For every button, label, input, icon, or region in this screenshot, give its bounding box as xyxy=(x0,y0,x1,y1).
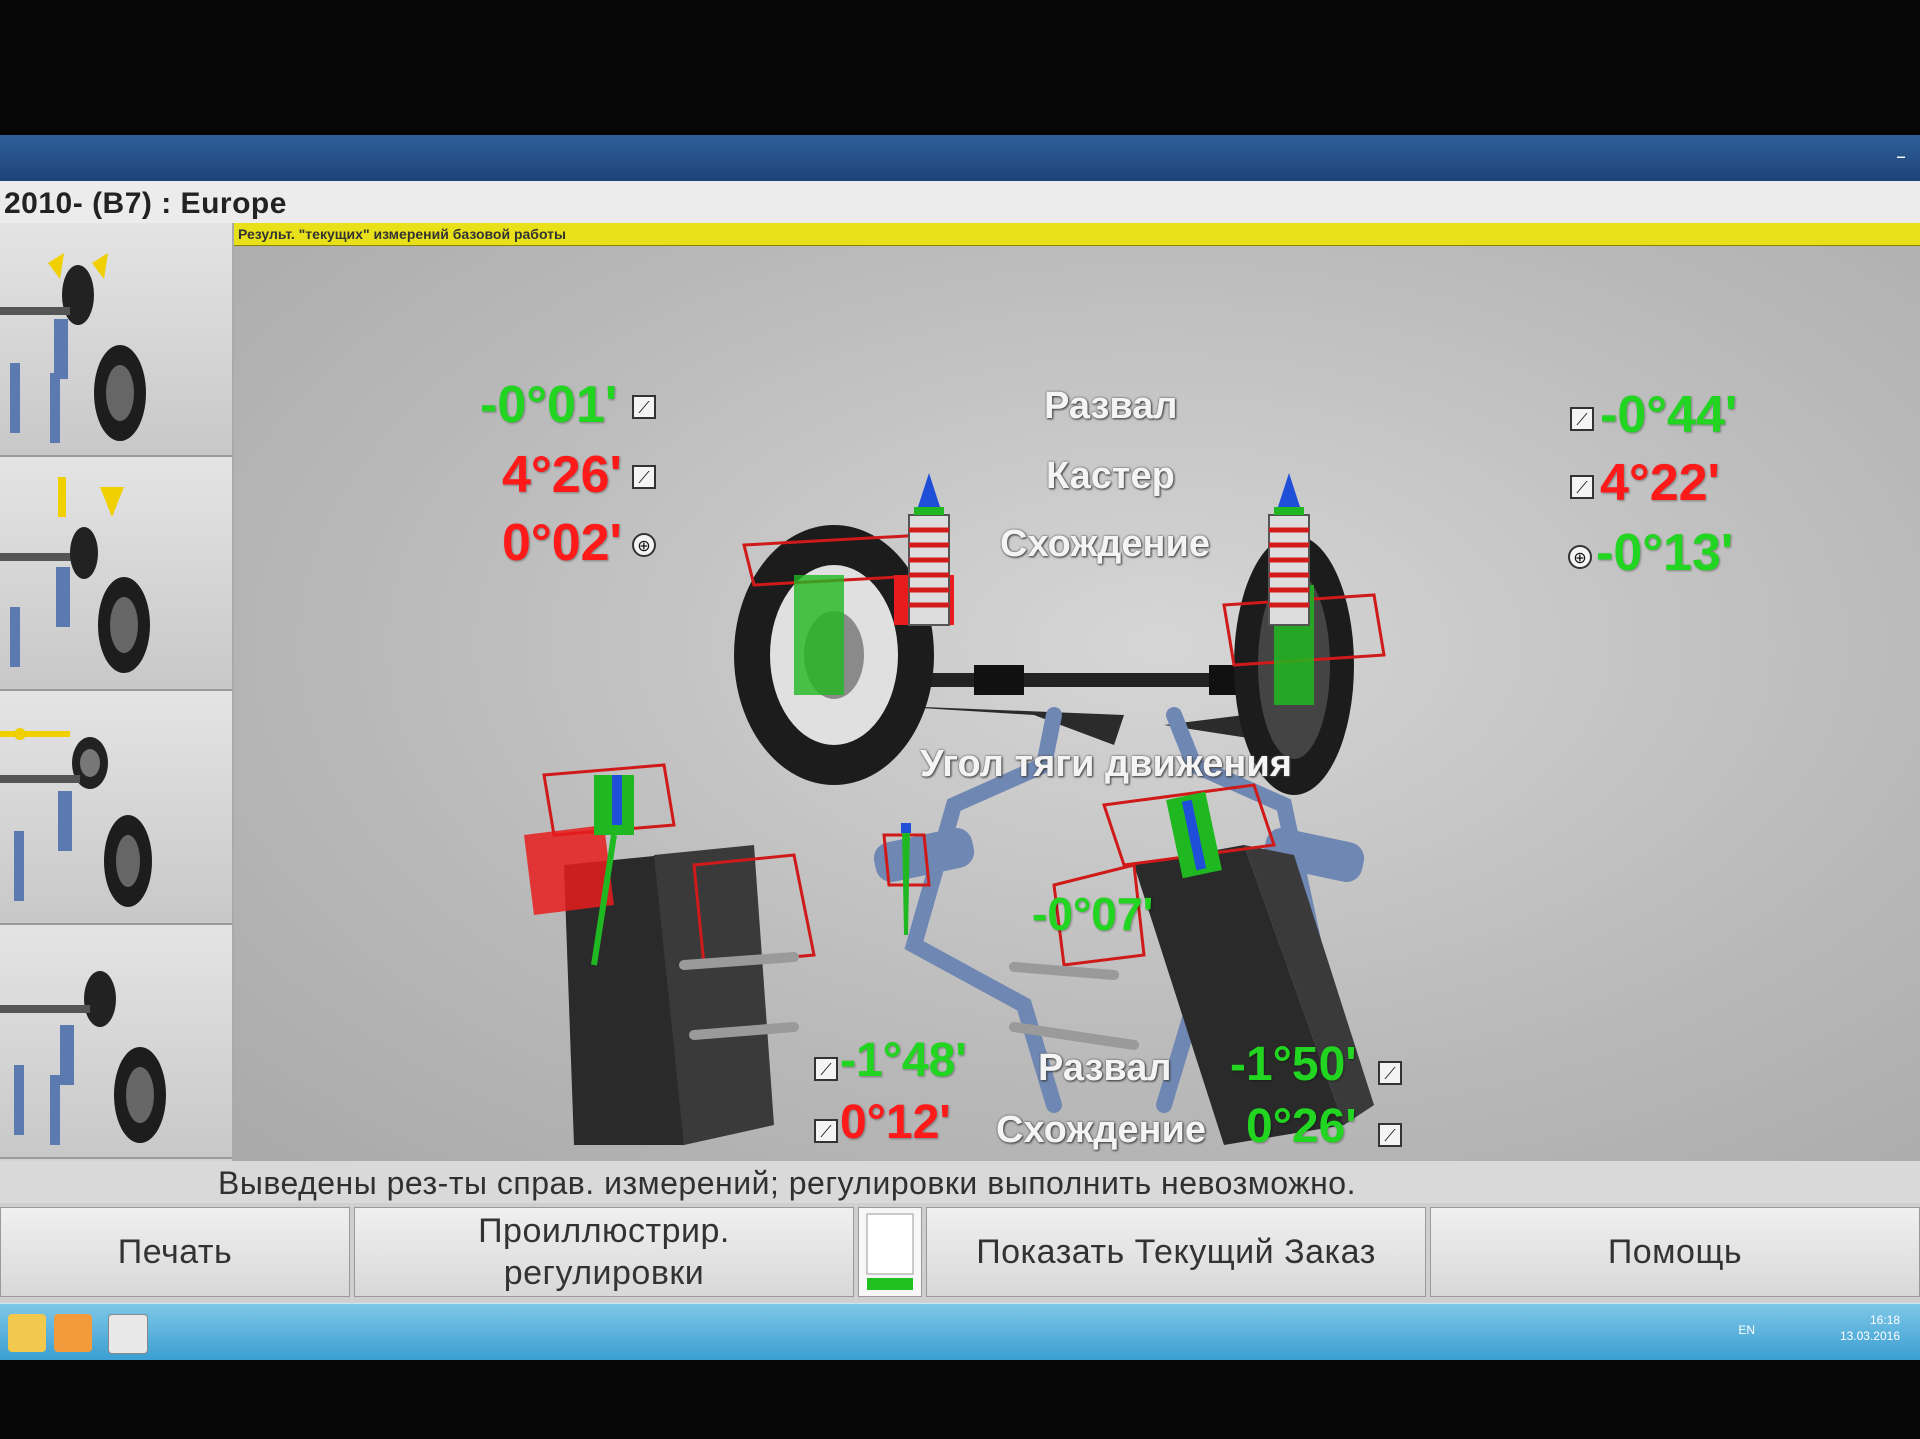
system-tray: EN 16:18 13.03.2016 xyxy=(1738,1312,1900,1344)
wrench-icon[interactable]: ⟋ xyxy=(632,465,656,489)
print-button[interactable]: Печать xyxy=(0,1207,350,1297)
wrench-icon[interactable]: ⟋ xyxy=(632,395,656,419)
message-text: Выведены рез-ты справ. измерений; регули… xyxy=(218,1165,1356,1201)
lift-step-icon xyxy=(0,477,150,673)
clock-time[interactable]: 16:18 xyxy=(1869,1313,1900,1327)
help-button[interactable]: Помощь xyxy=(1430,1207,1920,1297)
rear-control-arms xyxy=(679,952,1139,1050)
front-right-camber-value: -0°44' xyxy=(1600,386,1738,444)
media-player-icon[interactable] xyxy=(54,1314,92,1352)
illustrated-line1: Проиллюстрир. xyxy=(478,1212,730,1250)
front-left-wheel xyxy=(734,525,954,785)
clock-date[interactable]: 13.03.2016 xyxy=(1839,1329,1900,1343)
suspension-diagram xyxy=(524,473,1386,1145)
rear-camber-label: Развал xyxy=(1038,1047,1172,1089)
wrench-icon[interactable]: ⟋ xyxy=(1378,1061,1402,1085)
button-bar: Печать Проиллюстрир. регулировки Показат… xyxy=(0,1203,1920,1303)
thrust-angle-label: Угол тяги движения xyxy=(920,743,1292,785)
wrench-icon[interactable]: ⟋ xyxy=(1378,1123,1402,1147)
camber-label: Развал xyxy=(1044,385,1178,427)
wrench-icon[interactable]: ⟋ xyxy=(1570,407,1594,431)
show-current-order-button[interactable]: Показать Текущий Заказ xyxy=(926,1207,1426,1297)
wrench-icon[interactable]: ⟋ xyxy=(814,1057,838,1081)
front-right-strut xyxy=(1268,473,1310,626)
help-button-label: Помощь xyxy=(1607,1233,1743,1271)
procedure-sidebar xyxy=(0,223,234,1161)
rear-toe-label: Схождение xyxy=(996,1109,1206,1151)
vehicle-info-bar: 2010- (B7) : Europe xyxy=(0,181,1920,224)
illustrated-line2: регулировки xyxy=(503,1254,705,1292)
front-left-strut xyxy=(908,473,950,626)
wrench-icon[interactable]: ⟋ xyxy=(1570,475,1594,499)
front-left-camber-value: -0°01' xyxy=(480,376,618,434)
front-right-caster-value: 4°22' xyxy=(1600,454,1720,512)
status-line: Результ. "текущих" измерений базовой раб… xyxy=(234,223,1920,246)
rear-right-wheel xyxy=(1052,783,1374,1145)
step-toe[interactable] xyxy=(0,691,232,925)
window-titlebar: – xyxy=(0,135,1920,181)
rear-right-toe-value: 0°26' xyxy=(1246,1100,1357,1153)
steering-wheel-icon[interactable]: ⊕ xyxy=(632,533,656,557)
thrust-angle-indicator xyxy=(882,823,931,935)
camber-step-icon xyxy=(0,253,146,443)
step-camber-caster[interactable] xyxy=(0,223,232,457)
rear-left-wheel xyxy=(524,763,816,1145)
rear-left-toe-value: 0°12' xyxy=(840,1096,951,1149)
rear-left-camber-value: -1°48' xyxy=(840,1034,967,1087)
rear-right-camber-value: -1°50' xyxy=(1230,1038,1357,1091)
taskbar: EN 16:18 13.03.2016 xyxy=(0,1303,1920,1360)
status-line-text: Результ. "текущих" измерений базовой раб… xyxy=(238,226,566,242)
results-step-icon xyxy=(0,971,166,1145)
thrust-angle-value: -0°07' xyxy=(1032,888,1154,940)
front-left-toe-value: 0°02' xyxy=(502,514,622,572)
alignment-app-icon[interactable] xyxy=(108,1314,148,1354)
wrench-icon[interactable]: ⟋ xyxy=(814,1119,838,1143)
caster-label: Кастер xyxy=(1046,455,1175,497)
show-order-label: Показать Текущий Заказ xyxy=(976,1233,1376,1271)
measurement-panel: Результ. "текущих" измерений базовой раб… xyxy=(234,223,1920,1161)
app-screen: – 2010- (B7) : Europe xyxy=(0,135,1920,1360)
illustrated-adjustments-button[interactable]: Проиллюстрир. регулировки xyxy=(354,1207,854,1297)
toe-label: Схождение xyxy=(1000,523,1210,565)
folder-icon[interactable] xyxy=(8,1314,46,1352)
front-left-caster-value: 4°26' xyxy=(502,446,622,504)
language-indicator[interactable]: EN xyxy=(1738,1323,1755,1337)
front-right-toe-value: -0°13' xyxy=(1596,524,1734,582)
print-button-label: Печать xyxy=(117,1233,233,1271)
toe-step-icon xyxy=(0,728,152,907)
step-results[interactable] xyxy=(0,925,232,1159)
steering-wheel-icon[interactable]: ⊕ xyxy=(1568,545,1592,569)
minimize-button[interactable]: – xyxy=(1896,144,1906,168)
vehicle-title: 2010- (B7) : Europe xyxy=(4,187,287,220)
step-lift[interactable] xyxy=(0,457,232,691)
document-icon-graphic xyxy=(866,1213,914,1290)
message-bar: Выведены рез-ты справ. измерений; регули… xyxy=(0,1161,1920,1203)
document-icon[interactable] xyxy=(858,1207,922,1297)
